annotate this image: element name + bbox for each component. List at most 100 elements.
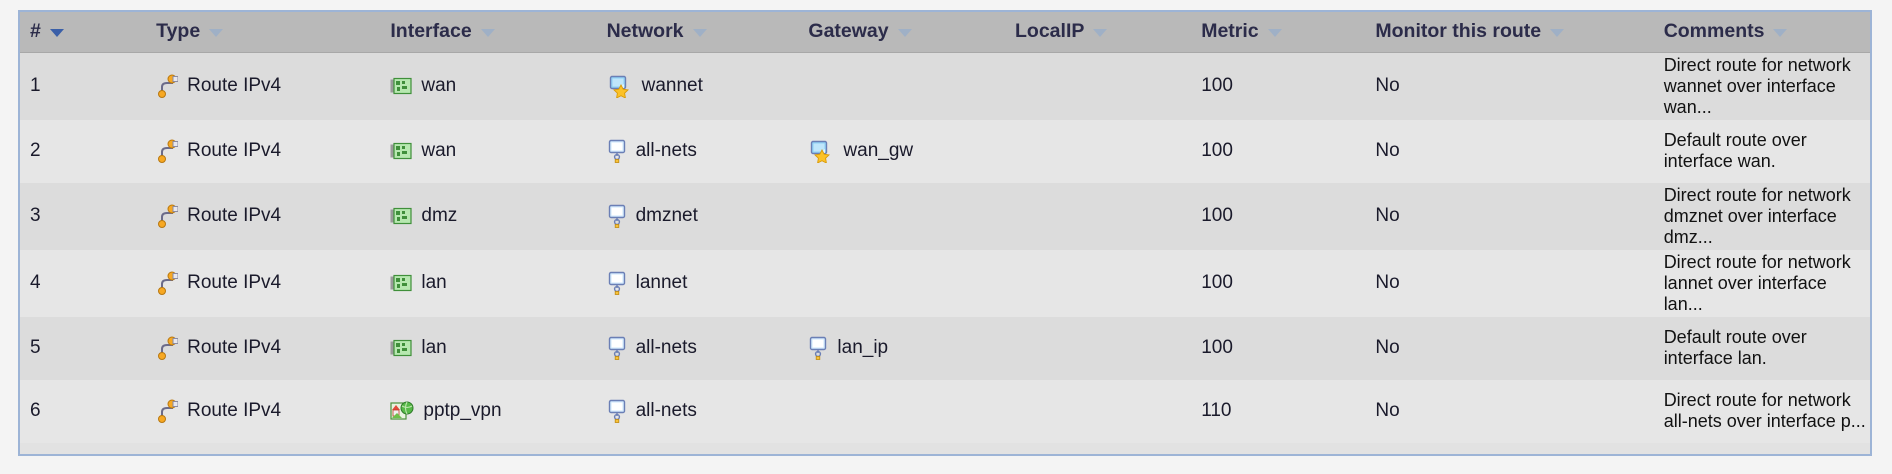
cell-monitor: No bbox=[1365, 119, 1654, 183]
column-header-comment[interactable]: Comments bbox=[1653, 12, 1870, 53]
cell-monitor-text: No bbox=[1375, 205, 1400, 226]
cell-comment: Direct route for network wannet over int… bbox=[1653, 52, 1870, 120]
cell-num: 5 bbox=[20, 316, 147, 380]
cell-net: all-nets bbox=[596, 379, 799, 443]
column-header-label: LocalIP bbox=[1015, 20, 1085, 43]
column-header-num[interactable]: # bbox=[20, 12, 147, 53]
column-header-net[interactable]: Network bbox=[596, 12, 799, 53]
network-star-icon bbox=[607, 74, 633, 99]
cell-monitor-text: No bbox=[1375, 400, 1400, 421]
column-header-localip[interactable]: LocalIP bbox=[1005, 12, 1192, 53]
vpn-tunnel-icon bbox=[390, 400, 414, 422]
chevron-down-icon[interactable] bbox=[1773, 29, 1788, 38]
cell-localip bbox=[1005, 52, 1192, 120]
column-header-iface[interactable]: Interface bbox=[380, 12, 597, 53]
chevron-down-icon[interactable] bbox=[1267, 29, 1282, 38]
cell-metric-text: 100 bbox=[1201, 140, 1233, 161]
chevron-down-icon[interactable] bbox=[480, 29, 495, 38]
ethernet-interface-icon bbox=[390, 339, 412, 357]
cell-monitor-text: No bbox=[1375, 75, 1400, 96]
cell-net: all-nets bbox=[596, 316, 799, 380]
cell-monitor-text: No bbox=[1375, 140, 1400, 161]
cell-monitor: No bbox=[1365, 249, 1654, 317]
cell-iface: wan bbox=[380, 119, 597, 183]
cell-net-text: all-nets bbox=[635, 337, 697, 358]
cell-localip bbox=[1005, 379, 1192, 443]
cell-num: 1 bbox=[20, 52, 147, 120]
cell-monitor: No bbox=[1365, 52, 1654, 120]
cell-localip bbox=[1005, 182, 1192, 250]
cell-iface: lan bbox=[380, 316, 597, 380]
cell-metric: 100 bbox=[1191, 316, 1366, 380]
cell-iface: lan bbox=[380, 249, 597, 317]
cell-metric: 100 bbox=[1191, 119, 1366, 183]
column-header-gw[interactable]: Gateway bbox=[798, 12, 1006, 53]
cell-num: 2 bbox=[20, 119, 147, 183]
cell-type-text: Route IPv4 bbox=[187, 400, 282, 421]
cell-localip bbox=[1005, 316, 1192, 380]
cell-gw-text: wan_gw bbox=[843, 140, 914, 161]
cell-type-text: Route IPv4 bbox=[187, 272, 282, 293]
cell-num: 4 bbox=[20, 249, 147, 317]
column-header-label: Gateway bbox=[808, 20, 889, 43]
cell-num: 6 bbox=[20, 379, 147, 443]
cell-iface: dmz bbox=[380, 182, 597, 250]
ethernet-interface-icon bbox=[390, 207, 412, 225]
cell-type-text: Route IPv4 bbox=[187, 205, 282, 226]
cell-metric: 100 bbox=[1191, 182, 1366, 250]
network-icon bbox=[808, 336, 828, 360]
chevron-down-icon[interactable] bbox=[897, 29, 912, 38]
cell-monitor-text: No bbox=[1375, 272, 1400, 293]
cell-num: 3 bbox=[20, 182, 147, 250]
cell-localip bbox=[1005, 119, 1192, 183]
cell-net-text: lannet bbox=[635, 272, 688, 293]
chevron-down-icon[interactable] bbox=[1093, 29, 1108, 38]
cell-net-text: all-nets bbox=[635, 140, 697, 161]
cell-comment: Default route over interface wan. bbox=[1653, 119, 1870, 183]
cell-monitor: No bbox=[1365, 182, 1654, 250]
cell-comment: Default route over interface lan. bbox=[1653, 316, 1870, 380]
cell-net-text: wannet bbox=[641, 75, 703, 96]
network-icon bbox=[607, 336, 627, 360]
ethernet-interface-icon bbox=[390, 142, 412, 160]
chevron-down-icon[interactable] bbox=[209, 29, 224, 38]
cell-metric: 100 bbox=[1191, 249, 1366, 317]
network-icon bbox=[607, 204, 627, 228]
column-header-type[interactable]: Type bbox=[146, 12, 381, 53]
cell-type: Route IPv4 bbox=[146, 379, 381, 443]
cell-type: Route IPv4 bbox=[146, 119, 381, 183]
cell-metric-text: 100 bbox=[1201, 75, 1233, 96]
cell-metric-text: 100 bbox=[1201, 272, 1233, 293]
route-icon bbox=[156, 139, 179, 163]
route-icon bbox=[156, 74, 179, 98]
cell-gw bbox=[798, 249, 1006, 317]
column-header-monitor[interactable]: Monitor this route bbox=[1365, 12, 1654, 53]
chevron-down-icon[interactable] bbox=[692, 29, 707, 38]
cell-metric-text: 100 bbox=[1201, 205, 1233, 226]
column-header-metric[interactable]: Metric bbox=[1191, 12, 1366, 53]
cell-type-text: Route IPv4 bbox=[187, 140, 282, 161]
chevron-down-icon[interactable] bbox=[1550, 29, 1565, 38]
cell-num-text: 1 bbox=[30, 75, 41, 96]
cell-gw bbox=[798, 379, 1006, 443]
chevron-down-icon[interactable] bbox=[49, 29, 64, 38]
cell-net-text: all-nets bbox=[635, 400, 697, 421]
table-row[interactable]: 2 Route IPv4 wan all-nets wan_gw 100 No Default… bbox=[20, 119, 1870, 183]
cell-iface-text: wan bbox=[421, 75, 457, 96]
cell-iface-text: wan bbox=[421, 140, 457, 161]
route-icon bbox=[156, 336, 179, 360]
cell-gw: wan_gw bbox=[798, 119, 1006, 183]
cell-gw bbox=[798, 52, 1006, 120]
cell-type: Route IPv4 bbox=[146, 316, 381, 380]
cell-monitor: No bbox=[1365, 316, 1654, 380]
cell-localip bbox=[1005, 249, 1192, 317]
